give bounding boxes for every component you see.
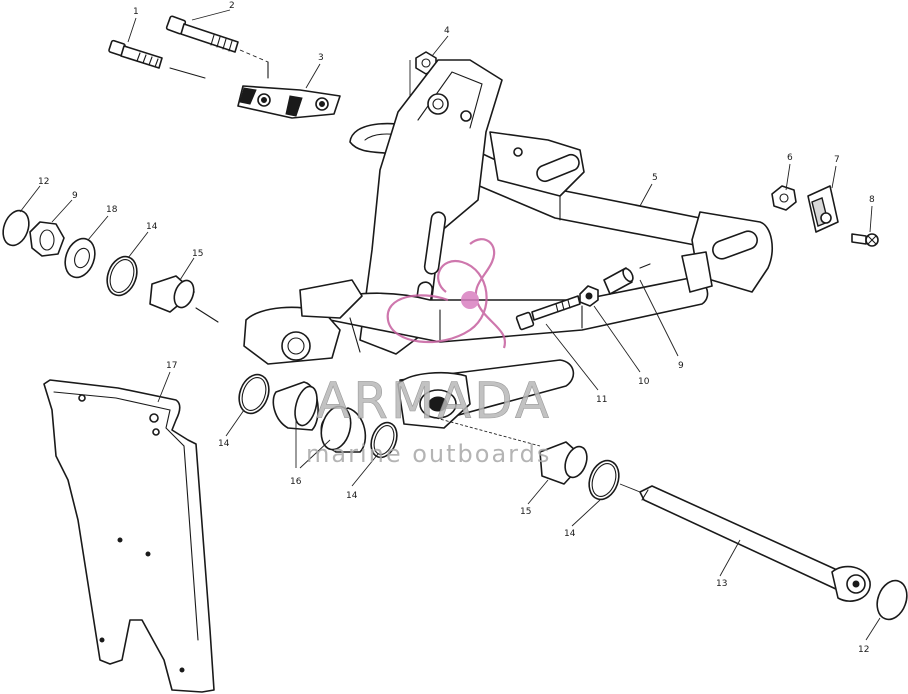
callout-12-left: 12: [38, 177, 49, 187]
callout-14-lower-left: 14: [218, 439, 230, 449]
watermark-tagline: marine outboards: [306, 440, 551, 468]
part-16-bushing: [272, 381, 319, 431]
part-10-washer: [579, 285, 599, 307]
callout-12-right: 12: [858, 645, 869, 655]
armada-watermark: ARMADA marine outboards: [306, 238, 552, 468]
callout-17: 17: [166, 361, 177, 371]
callout-1: 1: [133, 7, 139, 17]
callout-2: 2: [229, 1, 235, 11]
callout-8: 8: [869, 195, 875, 205]
callout-18: 18: [106, 205, 118, 215]
part-6-nut: [771, 185, 797, 211]
part-14-ring-lower-left: [238, 373, 270, 415]
callout-5: 5: [652, 173, 658, 183]
part-2-long-bolt: [165, 15, 269, 79]
callout-11: 11: [596, 395, 607, 405]
part-12-cap-left: [2, 209, 30, 247]
leader-lines: [19, 9, 881, 641]
callout-9-right: 9: [678, 361, 684, 371]
callout-3: 3: [318, 53, 324, 63]
callout-7: 7: [834, 155, 840, 165]
callout-13: 13: [716, 579, 727, 589]
part-9-nut-left: [29, 221, 65, 257]
part-17-plate: [43, 379, 215, 693]
part-3-bracket-block: [237, 85, 341, 119]
part-11-bolt: [515, 295, 581, 331]
part-18-washer: [64, 237, 96, 279]
callout-15-left: 15: [192, 249, 203, 259]
part-5-swivel-frame: [243, 59, 773, 429]
watermark-brand: ARMADA: [316, 372, 552, 430]
part-14-ring-right: [588, 459, 620, 501]
callout-labels: 1 2 3 4 5 6 7 8 9 10 11 12 9 18 14 15 17…: [38, 1, 875, 655]
callout-15-right: 15: [520, 507, 531, 517]
part-16-flanged-bushing: [320, 405, 367, 453]
part-7-clip: [807, 185, 839, 233]
callout-9-left: 9: [72, 191, 78, 201]
callout-10: 10: [638, 377, 650, 387]
part-9-spacer: [603, 263, 651, 295]
callout-6-right: 6: [787, 153, 793, 163]
callout-14-left: 14: [146, 222, 158, 232]
callout-16: 16: [290, 477, 302, 487]
callout-14-right: 14: [564, 529, 576, 539]
part-12-cap-right: [876, 579, 908, 621]
part-15-bushing-right: [539, 441, 588, 485]
part-13-pivot-shaft: [619, 483, 871, 602]
part-1-bolt: [108, 39, 206, 79]
part-8-screw: [851, 233, 879, 247]
callout-4: 4: [444, 26, 450, 36]
watermark-swirl-icon: [386, 238, 507, 349]
callout-14-lower-mid: 14: [346, 491, 358, 501]
part-14-ring-lower-mid: [370, 421, 398, 459]
part-15-bushing-left: [149, 275, 219, 323]
part-14-ring-left: [106, 255, 138, 297]
